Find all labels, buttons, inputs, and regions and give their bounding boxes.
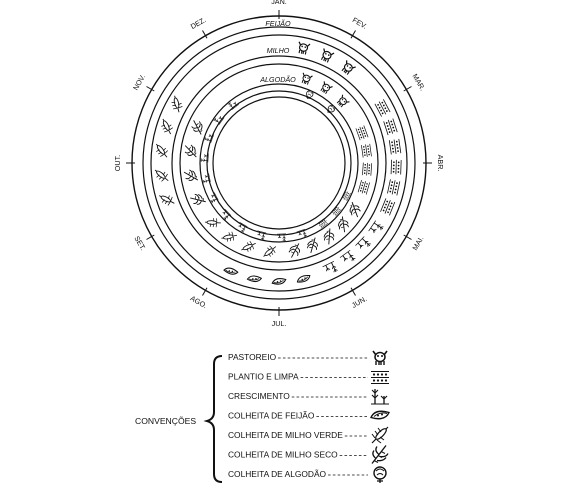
colheita-milho-seco-icon [189, 191, 207, 208]
plantio-limpa-icon [383, 118, 398, 136]
legend-label: COLHEITA DE ALGODÃO [228, 469, 327, 479]
month-label: NOV. [131, 73, 147, 92]
colheita-milho-verde-icon [154, 143, 169, 158]
month-tick [403, 234, 412, 240]
colheita-milho-seco-icon [304, 237, 321, 254]
calendar-ring [171, 55, 387, 271]
month-tick [146, 234, 155, 240]
plantio-limpa-icon [388, 138, 402, 155]
colheita-milho-seco-icon [183, 168, 199, 183]
colheita-milho-verde-icon [263, 244, 277, 259]
month-label: MAR. [411, 72, 428, 92]
calendar-rings [131, 15, 427, 311]
plantio-limpa-icon [374, 98, 391, 117]
calendar-ring [142, 26, 416, 300]
colheita-milho-seco-icon [320, 227, 338, 246]
month-tick [202, 287, 208, 296]
month-label: DEZ. [189, 15, 208, 31]
plantio-limpa-icon [390, 159, 402, 175]
plantio-limpa-icon [357, 179, 371, 195]
legend-title: CONVENÇÕES [135, 416, 196, 426]
plantio-limpa-icon [380, 198, 396, 216]
pastoreio-icon [335, 94, 351, 110]
month-label: MAI. [410, 235, 425, 252]
calendar-ring [150, 34, 408, 292]
plantio-limpa-icon [370, 371, 390, 384]
pastoreio-icon [296, 41, 311, 56]
colheita-feijao-icon [271, 278, 287, 285]
month-tick [146, 86, 155, 92]
month-tick [350, 30, 356, 39]
month-label: AGO. [189, 294, 209, 311]
colheita-milho-seco-icon [371, 444, 389, 465]
legend-label: COLHEITA DE MILHO VERDE [228, 430, 343, 440]
colheita-milho-verde-icon [158, 191, 175, 208]
crescimento-icon [235, 221, 248, 234]
plantio-limpa-icon [387, 178, 401, 196]
legend-label: PLANTIO E LIMPA [228, 372, 299, 382]
colheita-milho-verde-icon [154, 168, 169, 183]
month-tick [350, 287, 356, 296]
pastoreio-icon [372, 350, 388, 366]
month-label: SET. [132, 234, 147, 252]
month-tick [202, 30, 208, 39]
colheita-milho-seco-icon [334, 215, 352, 234]
ring-label-feijao: FEIJÃO [265, 19, 291, 28]
colheita-algodao-icon [373, 466, 387, 484]
month-label: JUN. [350, 294, 368, 310]
crescimento-icon [370, 388, 390, 405]
month-label: FEV. [351, 15, 369, 30]
month-tick [403, 86, 412, 92]
colheita-milho-verde-icon [204, 214, 222, 231]
colheita-milho-seco-icon [345, 201, 364, 219]
crescimento-icon [368, 220, 385, 238]
pastoreio-icon [318, 47, 335, 64]
calendar-ring [179, 63, 379, 263]
legend: CONVENÇÕES PASTOREIO PLANTIO E LIMPA CRESC… [135, 350, 390, 484]
colheita-feijao-icon [223, 265, 239, 277]
colheita-milho-verde-icon [371, 426, 389, 444]
month-label: OUT. [113, 155, 122, 171]
crescimento-icon [355, 236, 373, 254]
plantio-limpa-icon [362, 162, 373, 177]
crescimento-icon [339, 249, 357, 267]
legend-brace [203, 355, 223, 483]
legend-label: COLHEITA DE MILHO SECO [228, 450, 338, 460]
legend-label: CRESCIMENTO [228, 391, 290, 401]
month-label: JAN. [271, 0, 287, 6]
calendar-ring [199, 83, 359, 243]
colheita-milho-seco-icon [189, 118, 207, 135]
colheita-milho-verde-icon [168, 95, 186, 113]
colheita-milho-verde-icon [158, 118, 175, 135]
calendar-ring [206, 90, 352, 236]
month-ticks [126, 10, 432, 316]
month-label: JUL. [272, 319, 287, 328]
calendar-ring [212, 96, 346, 230]
calendar-ring [131, 15, 427, 311]
colheita-feijao-icon [370, 410, 390, 420]
legend-label: COLHEITA DE FEIJÃO [228, 411, 315, 421]
colheita-feijao-icon [295, 274, 312, 284]
legend-label: PASTOREIO [228, 352, 277, 362]
plantio-limpa-icon [355, 125, 369, 141]
plantio-limpa-icon [361, 143, 372, 158]
ring-label-milho: MILHO [267, 46, 290, 55]
colheita-milho-verde-icon [240, 239, 257, 255]
colheita-feijao-icon [246, 274, 263, 284]
colheita-milho-seco-icon [287, 243, 302, 259]
pastoreio-icon [318, 80, 334, 96]
ring-label-algodao: ALGODÃO [259, 75, 296, 84]
pastoreio-icon [339, 59, 357, 77]
pastoreio-icon [299, 72, 314, 86]
month-label: ABR. [436, 155, 445, 172]
colheita-milho-seco-icon [183, 143, 199, 158]
colheita-milho-verde-icon [221, 228, 238, 245]
crescimento-icon [322, 260, 339, 277]
